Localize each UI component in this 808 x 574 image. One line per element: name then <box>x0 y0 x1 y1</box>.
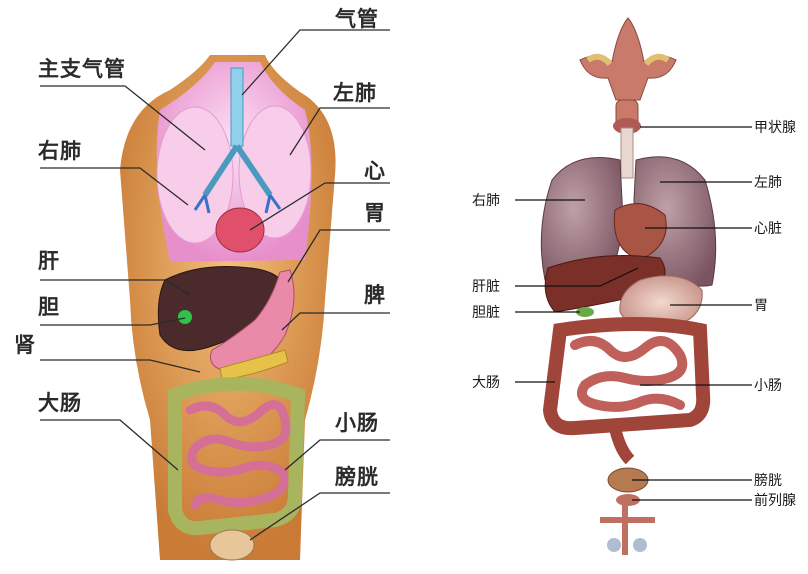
label-gallbladder-3d: 胆脏 <box>472 305 500 321</box>
label-small-intestine: 小肠 <box>335 411 379 435</box>
label-liver: 肝 <box>38 249 60 273</box>
label-right-lung-3d: 右肺 <box>472 193 500 209</box>
label-large-intestine-3d: 大肠 <box>472 375 500 391</box>
right-illustration: 甲状腺 右肺 左肺 心脏 肝脏 胆脏 胃 大肠 小肠 膀胱 前列腺 <box>472 18 796 555</box>
small-intestine-3d-shape <box>575 341 682 407</box>
label-stomach-3d: 胃 <box>754 298 768 314</box>
label-bladder-3d: 膀胱 <box>754 472 782 489</box>
label-right-lung: 右肺 <box>38 139 82 163</box>
label-heart-3d: 心脏 <box>754 221 782 237</box>
label-spleen: 脾 <box>364 283 386 307</box>
label-stomach: 胃 <box>364 201 386 225</box>
gallbladder-shape <box>178 310 192 324</box>
label-liver-3d: 肝脏 <box>472 279 500 295</box>
trachea-3d-shape <box>621 128 633 178</box>
label-main-bronchus: 主支气管 <box>38 57 126 81</box>
label-thyroid: 甲状腺 <box>754 120 796 136</box>
label-gallbladder: 胆 <box>38 295 60 319</box>
bladder-shape <box>210 530 254 560</box>
label-heart: 心 <box>364 159 386 183</box>
label-small-intestine-3d: 小肠 <box>754 378 782 394</box>
label-left-lung-3d: 左肺 <box>754 175 782 191</box>
label-bladder: 膀胱 <box>334 465 379 489</box>
label-kidney: 肾 <box>14 333 36 357</box>
left-illustration: 主支气管 气管 左肺 右肺 心 胃 肝 脾 胆 肾 大肠 小肠 膀胱 <box>14 7 390 560</box>
label-trachea: 气管 <box>334 7 379 31</box>
label-prostate-3d: 前列腺 <box>754 492 796 509</box>
trachea-shape <box>231 68 243 146</box>
label-left-lung: 左肺 <box>333 81 377 105</box>
heart-shape <box>216 208 264 252</box>
label-large-intestine: 大肠 <box>38 391 82 415</box>
